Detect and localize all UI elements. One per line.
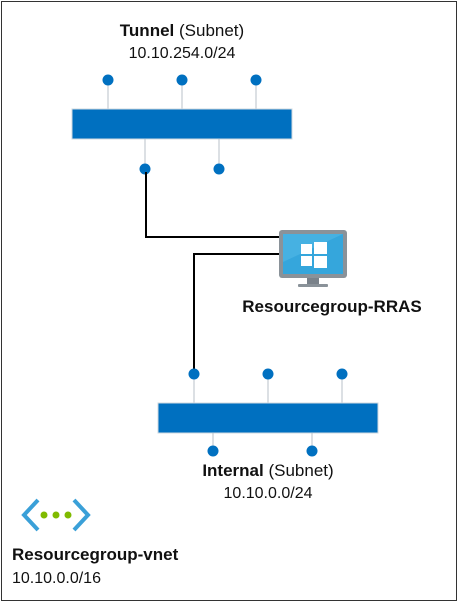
tunnel-port-dot	[102, 74, 114, 86]
internal-address: 10.10.0.0/24	[223, 485, 313, 502]
rras-vm-label: Resourcegroup-RRAS	[222, 296, 442, 318]
internal-subnet-label: Internal (Subnet)	[158, 460, 378, 482]
tunnel-port-dot	[213, 163, 225, 175]
tunnel-to-rras-connector	[145, 172, 282, 238]
tunnel-type: (Subnet)	[178, 21, 245, 40]
internal-port-dot	[262, 368, 274, 380]
rras-name: Resourcegroup-RRAS	[242, 297, 422, 316]
vnet-name: Resourcegroup-vnet	[12, 545, 179, 564]
tunnel-bottom-ports	[139, 139, 225, 175]
tunnel-address: 10.10.254.0/24	[128, 45, 236, 62]
internal-port-dot	[188, 368, 200, 380]
internal-type: (Subnet)	[268, 461, 334, 480]
tunnel-port-dot	[176, 74, 188, 86]
internal-subnet-bar	[157, 402, 379, 434]
tunnel-name: Tunnel	[119, 21, 175, 40]
vnet-address: 10.10.0.0/16	[12, 570, 101, 587]
tunnel-subnet-bar	[71, 108, 293, 140]
tunnel-subnet-label: Tunnel (Subnet)	[72, 20, 292, 42]
internal-port-dot	[306, 445, 318, 457]
tunnel-port-dot	[250, 74, 262, 86]
internal-name: Internal	[202, 461, 264, 480]
rras-to-internal-connector	[193, 253, 282, 371]
internal-bottom-ports	[207, 433, 318, 457]
internal-top-ports	[188, 368, 348, 404]
vnet-label: Resourcegroup-vnet	[12, 544, 178, 566]
tunnel-port-dot	[139, 163, 151, 175]
internal-port-dot	[207, 445, 219, 457]
windows-vm-monitor-icon	[279, 230, 347, 287]
tunnel-top-ports	[102, 74, 262, 110]
virtual-network-icon	[21, 498, 91, 532]
internal-port-dot	[336, 368, 348, 380]
